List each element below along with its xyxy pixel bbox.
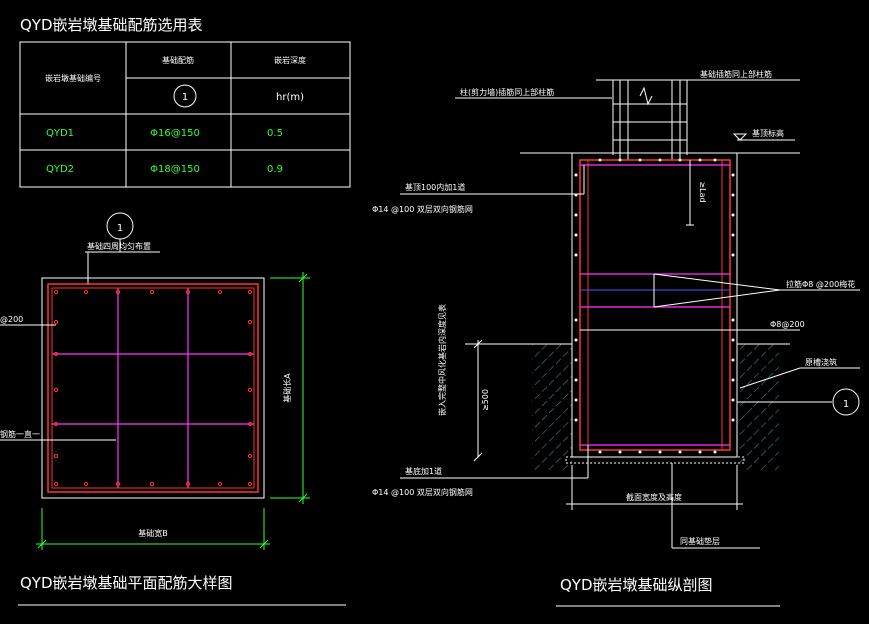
table-title: QYD嵌岩墩基础配筋选用表 [20, 16, 203, 34]
table-rebar-mark: 1 [182, 92, 188, 103]
section-label-bot-mesh: 基底加1道 [405, 466, 442, 476]
section-label-column: 柱(剪力墙)插筋同上部柱筋 [460, 87, 554, 97]
plan-dim-horizontal: 基础宽B [138, 528, 168, 538]
plan-label-top: 基础四周均匀布置 [87, 241, 151, 251]
plan-mark: 1 [117, 223, 123, 234]
section-label-top-mesh-spec: Φ14 @100 双层双向钢筋网 [372, 204, 473, 214]
section-label-dowel: 基础插筋同上部柱筋 [700, 69, 772, 79]
section-label-la: ≥Lad [698, 181, 707, 202]
plan-view: 1 基础四周均匀布置 @200 钢筋一直一 [0, 212, 346, 606]
section-label-top-mesh: 基顶100内加1道 [405, 182, 465, 192]
plan-title: QYD嵌岩墩基础平面配筋大样图 [20, 574, 233, 592]
section-view: ≥Lad 柱(剪力墙)插筋同上部柱筋 基础插筋同上部柱筋 基顶标高 基顶100内… [372, 69, 860, 607]
table-rebar-mark-circle [173, 84, 197, 108]
section-label-top-level: 基顶标高 [752, 128, 784, 138]
plan-label-left-mid: 钢筋一直一 [0, 429, 40, 439]
table-header-depth: 嵌岩深度 [274, 55, 306, 65]
section-label-embed: 嵌入完整中风化基岩内深度见表 [437, 304, 447, 416]
section-label-rock: 原槽浇筑 [805, 357, 837, 367]
table-row-2-id: QYD2 [46, 164, 74, 175]
table-header-rebar: 基础配筋 [162, 55, 194, 65]
section-label-section: 截面宽度及高度 [626, 492, 682, 502]
table-row-1-depth: 0.5 [267, 128, 283, 139]
table-row-1-id: QYD1 [46, 128, 74, 139]
section-mark: 1 [843, 399, 849, 410]
rebar-table: QYD嵌岩墩基础配筋选用表 嵌岩墩基础编号 基础配筋 嵌岩深度 1 hr(m) … [19, 16, 351, 188]
section-label-tie: 拉筋Φ8 @200梅花 [786, 279, 855, 289]
section-title: QYD嵌岩墩基础纵剖图 [560, 576, 713, 594]
table-row-2-depth: 0.9 [267, 164, 283, 175]
table-row-1-rebar: Φ16@150 [150, 128, 200, 139]
table-header-id: 嵌岩墩基础编号 [45, 73, 101, 83]
plan-dim-vertical: 基础长A [282, 373, 292, 403]
section-label-cushion: 同基础垫层 [680, 536, 720, 546]
section-label-bot-mesh-spec: Φ14 @100 双层双向钢筋网 [372, 487, 473, 497]
table-depth-unit: hr(m) [276, 92, 304, 103]
table-row-2-rebar: Φ18@150 [150, 164, 200, 175]
plan-label-left-top: @200 [0, 315, 23, 324]
section-label-stirrup: Φ8@200 [770, 320, 805, 329]
section-mark-circle [832, 388, 860, 416]
section-label-500: ≥500 [481, 389, 490, 411]
